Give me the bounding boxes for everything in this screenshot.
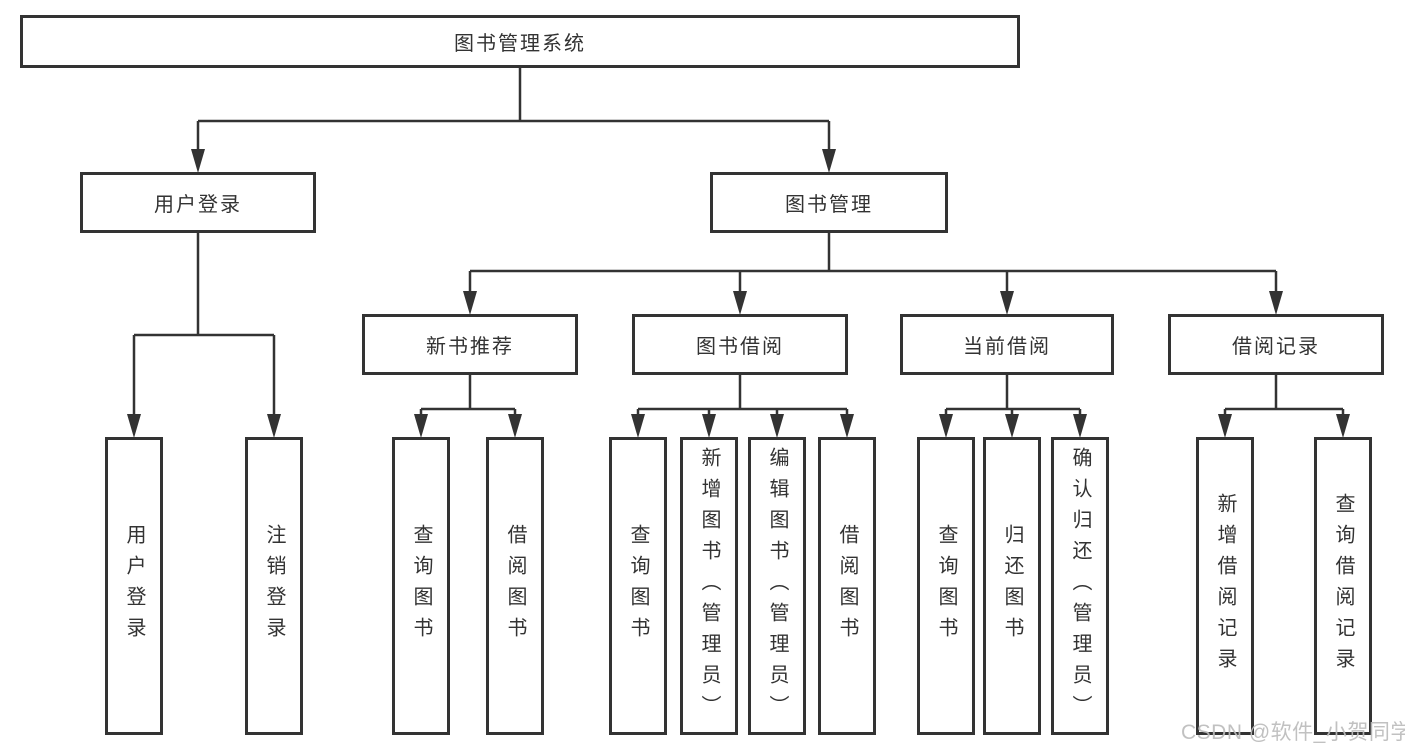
leaf-query-borrow-record: 查询借阅记录 bbox=[1314, 437, 1372, 735]
node-label: 图书管理系统 bbox=[454, 33, 586, 55]
node-current-borrowing: 当前借阅 bbox=[900, 314, 1114, 375]
csdn-watermark: CSDN @软件_小贺同学 bbox=[1181, 721, 1405, 744]
arrowheads bbox=[127, 149, 1350, 438]
leaf-label: 借阅图书 bbox=[836, 524, 858, 648]
node-user-login: 用户登录 bbox=[80, 172, 316, 233]
leaf-label: 查询借阅记录 bbox=[1332, 493, 1354, 679]
leaf-user-login: 用户登录 bbox=[105, 437, 163, 735]
leaf-add-borrow-record: 新增借阅记录 bbox=[1196, 437, 1254, 735]
leaf-label: 查询图书 bbox=[935, 524, 957, 648]
leaf-label: 查询图书 bbox=[410, 524, 432, 648]
leaf-label: 新增借阅记录 bbox=[1214, 493, 1236, 679]
leaf-label: 编辑图书（管理员） bbox=[766, 446, 788, 726]
leaf-label: 借阅图书 bbox=[504, 524, 526, 648]
leaf-add-book-admin: 新增图书（管理员） bbox=[680, 437, 738, 735]
node-label: 新书推荐 bbox=[426, 336, 514, 358]
leaf-query-books-recommendation: 查询图书 bbox=[392, 437, 450, 735]
leaf-label: 查询图书 bbox=[627, 524, 649, 648]
node-label: 当前借阅 bbox=[963, 336, 1051, 358]
node-label: 用户登录 bbox=[154, 194, 242, 216]
node-label: 图书管理 bbox=[785, 194, 873, 216]
leaf-borrow-books-borrowing: 借阅图书 bbox=[818, 437, 876, 735]
node-label: 借阅记录 bbox=[1232, 336, 1320, 358]
leaf-label: 归还图书 bbox=[1001, 524, 1023, 648]
leaf-label: 新增图书（管理员） bbox=[698, 446, 720, 726]
leaf-return-book: 归还图书 bbox=[983, 437, 1041, 735]
leaf-logout: 注销登录 bbox=[245, 437, 303, 735]
node-book-management: 图书管理 bbox=[710, 172, 948, 233]
node-book-borrowing: 图书借阅 bbox=[632, 314, 848, 375]
node-borrowing-records: 借阅记录 bbox=[1168, 314, 1384, 375]
node-label: 图书借阅 bbox=[696, 336, 784, 358]
node-new-book-recommendation: 新书推荐 bbox=[362, 314, 578, 375]
leaf-borrow-books-recommendation: 借阅图书 bbox=[486, 437, 544, 735]
leaf-label: 确认归还（管理员） bbox=[1069, 446, 1091, 726]
leaf-query-books-borrowing: 查询图书 bbox=[609, 437, 667, 735]
leaf-label: 注销登录 bbox=[263, 524, 285, 648]
node-library-management-system: 图书管理系统 bbox=[20, 15, 1020, 68]
leaf-confirm-return-admin: 确认归还（管理员） bbox=[1051, 437, 1109, 735]
leaf-edit-book-admin: 编辑图书（管理员） bbox=[748, 437, 806, 735]
leaf-query-books-current: 查询图书 bbox=[917, 437, 975, 735]
leaf-label: 用户登录 bbox=[123, 524, 145, 648]
